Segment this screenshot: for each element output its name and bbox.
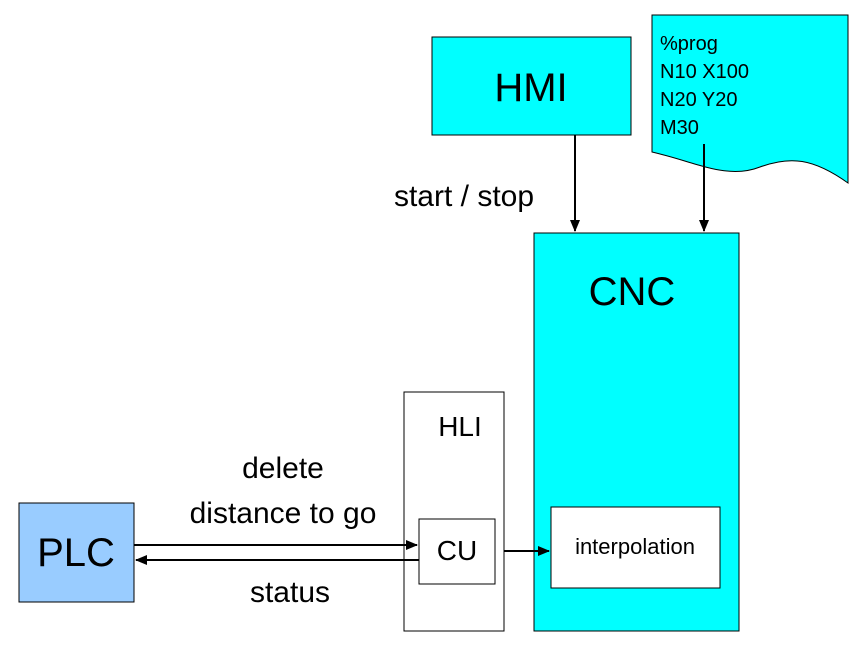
- program-line-3: N20 Y20: [660, 89, 737, 111]
- plc-label: PLC: [37, 531, 115, 575]
- plc-box: PLC: [18, 502, 135, 603]
- program-line-4: M30: [660, 117, 699, 139]
- program-line-1: %prog: [660, 33, 718, 55]
- interpolation-label: interpolation: [575, 534, 695, 559]
- hli-box: HLI: [403, 391, 505, 632]
- hli-label: HLI: [438, 411, 482, 442]
- program-document: %prog N10 X100 N20 Y20 M30: [651, 14, 849, 184]
- status-label: status: [250, 576, 330, 609]
- delete-label: delete: [242, 452, 324, 485]
- interpolation-box: interpolation: [550, 506, 721, 589]
- hmi-box: HMI: [431, 36, 632, 136]
- cu-label: CU: [437, 535, 477, 566]
- cnc-label: CNC: [589, 270, 676, 314]
- cu-box: CU: [418, 518, 496, 585]
- program-line-2: N10 X100: [660, 61, 749, 83]
- hmi-label: HMI: [494, 66, 567, 110]
- distance-to-go-label: distance to go: [190, 497, 377, 530]
- start-stop-label: start / stop: [394, 180, 534, 213]
